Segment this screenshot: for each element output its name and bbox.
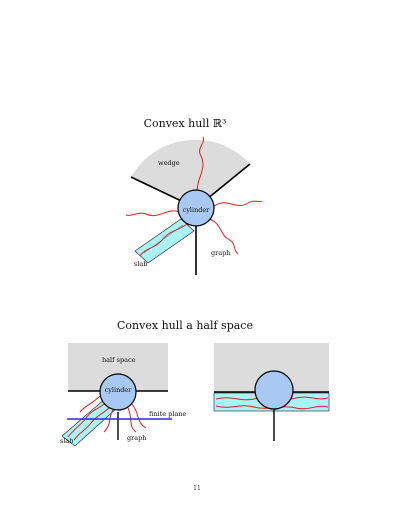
curve-lower-right	[209, 218, 239, 255]
wedge-label: wedge	[158, 159, 180, 167]
curve-left	[125, 210, 180, 217]
curve-right	[212, 200, 263, 208]
curve-right-b	[127, 407, 137, 433]
figure1-title: Convex hull ℝ³	[144, 117, 227, 130]
cylinder-disc	[99, 373, 137, 411]
curve-top	[196, 136, 205, 197]
half-space-label: half space	[102, 356, 136, 364]
figure-convex-hull-r3: Convex hull ℝ³ wedge cylinder slab graph	[125, 117, 263, 275]
cylinder-disc	[177, 189, 215, 227]
figure-half-space-left: half space cylinder finite plane slab gr…	[60, 343, 186, 447]
finite-plane-label: finite plane	[149, 410, 186, 418]
figure2-title: Convex hull a half space	[117, 319, 253, 332]
page-number: 11	[193, 485, 201, 492]
slab-curve-b	[73, 404, 113, 441]
cylinder-disc	[254, 370, 294, 410]
slab-axis	[143, 224, 184, 254]
curve-right-a	[131, 403, 147, 429]
curve-center	[103, 409, 114, 433]
graph-label: graph	[127, 434, 147, 442]
slab-region	[134, 218, 195, 264]
slab-curve-a	[67, 400, 109, 438]
cylinder-label: cylinder	[183, 206, 211, 214]
slab-label: slab	[60, 437, 73, 445]
cylinder-label: cylinder	[105, 386, 133, 394]
slab-label: slab	[134, 260, 147, 268]
curve-left-a	[79, 395, 101, 413]
graph-label: graph	[211, 249, 231, 257]
figure-half-space-right	[213, 343, 330, 441]
